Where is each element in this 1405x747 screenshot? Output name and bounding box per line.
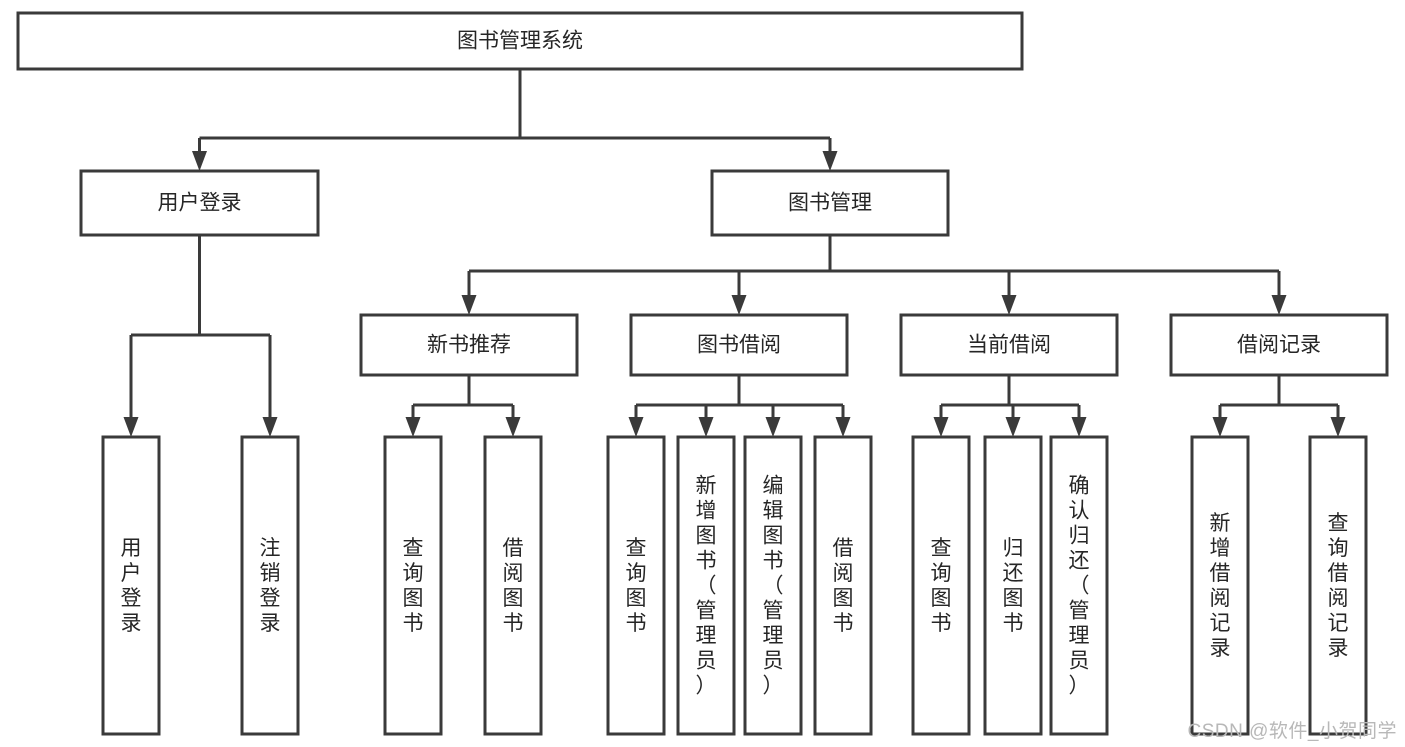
node-label-leaf-borrow-2: 新增图书（管理员） xyxy=(696,475,717,698)
node-box-login xyxy=(79,169,320,237)
node-box-bookmgmt xyxy=(710,169,950,237)
node-leaf-borrow-2[interactable]: 新增图书（管理员） xyxy=(676,435,736,736)
node-bookmgmt[interactable]: 图书管理 xyxy=(710,169,950,237)
node-box-leaf-current-1 xyxy=(911,435,971,736)
node-box-current xyxy=(899,313,1119,377)
arrow-head-icon xyxy=(731,295,747,315)
node-label-records: 借阅记录 xyxy=(1237,334,1321,357)
node-label-leaf-borrow-3: 编辑图书（管理员） xyxy=(763,475,784,698)
node-label-leaf-current-1: 查询图书 xyxy=(931,537,952,635)
node-label-leaf-records-1: 新增借阅记录 xyxy=(1210,512,1231,660)
node-label-root: 图书管理系统 xyxy=(457,30,583,53)
arrow-head-icon xyxy=(1071,417,1087,437)
arrow-head-icon xyxy=(933,417,949,437)
node-leaf-current-2[interactable]: 归还图书 xyxy=(983,435,1043,736)
node-leaf-login-1[interactable]: 用户登录 xyxy=(101,435,161,736)
node-login[interactable]: 用户登录 xyxy=(79,169,320,237)
node-borrow[interactable]: 图书借阅 xyxy=(629,313,849,377)
arrow-head-icon xyxy=(765,417,781,437)
arrow-head-icon xyxy=(461,295,477,315)
node-box-root xyxy=(16,11,1024,71)
node-box-records xyxy=(1169,313,1389,377)
arrow-head-icon xyxy=(1001,295,1017,315)
node-box-leaf-records-1 xyxy=(1190,435,1250,736)
node-leaf-records-1[interactable]: 新增借阅记录 xyxy=(1190,435,1250,736)
node-box-leaf-new-1 xyxy=(383,435,443,736)
node-label-leaf-login-1: 用户登录 xyxy=(121,537,142,635)
node-layer: 图书管理系统用户登录图书管理新书推荐图书借阅当前借阅借阅记录用户登录注销登录查询… xyxy=(16,11,1389,736)
node-label-borrow: 图书借阅 xyxy=(697,334,781,357)
node-box-borrow xyxy=(629,313,849,377)
node-leaf-new-2[interactable]: 借阅图书 xyxy=(483,435,543,736)
node-box-leaf-current-3 xyxy=(1049,435,1109,736)
node-label-leaf-borrow-1: 查询图书 xyxy=(626,537,647,635)
node-leaf-borrow-4[interactable]: 借阅图书 xyxy=(813,435,873,736)
arrow-head-icon xyxy=(698,417,714,437)
arrow-head-icon xyxy=(405,417,421,437)
node-box-leaf-current-2 xyxy=(983,435,1043,736)
node-leaf-current-1[interactable]: 查询图书 xyxy=(911,435,971,736)
node-leaf-records-2[interactable]: 查询借阅记录 xyxy=(1308,435,1368,736)
node-label-bookmgmt: 图书管理 xyxy=(788,192,872,215)
arrow-head-icon xyxy=(822,151,838,171)
node-label-leaf-current-3: 确认归还（管理员） xyxy=(1069,475,1090,698)
node-label-current: 当前借阅 xyxy=(967,334,1051,357)
node-box-leaf-login-2 xyxy=(240,435,300,736)
node-label-leaf-borrow-4: 借阅图书 xyxy=(833,537,854,635)
node-box-leaf-borrow-1 xyxy=(606,435,666,736)
arrow-head-icon xyxy=(628,417,644,437)
node-box-leaf-borrow-4 xyxy=(813,435,873,736)
arrow-head-icon xyxy=(262,417,278,437)
node-box-leaf-records-2 xyxy=(1308,435,1368,736)
node-current[interactable]: 当前借阅 xyxy=(899,313,1119,377)
node-box-newbook xyxy=(359,313,579,377)
arrow-head-icon xyxy=(123,417,139,437)
node-leaf-current-3[interactable]: 确认归还（管理员） xyxy=(1049,435,1109,736)
node-newbook[interactable]: 新书推荐 xyxy=(359,313,579,377)
node-box-leaf-borrow-3 xyxy=(743,435,803,736)
node-label-newbook: 新书推荐 xyxy=(427,334,511,357)
arrow-head-icon xyxy=(192,151,207,171)
csdn-watermark: CSDN @软件_小贺同学 xyxy=(1187,721,1397,742)
node-box-leaf-borrow-2 xyxy=(676,435,736,736)
node-label-leaf-login-2: 注销登录 xyxy=(260,537,281,635)
node-box-leaf-new-2 xyxy=(483,435,543,736)
arrow-head-icon xyxy=(1212,417,1228,437)
node-label-leaf-new-1: 查询图书 xyxy=(403,537,424,635)
node-box-leaf-login-1 xyxy=(101,435,161,736)
arrow-head-icon xyxy=(505,417,521,437)
node-label-login: 用户登录 xyxy=(158,192,242,215)
node-leaf-borrow-1[interactable]: 查询图书 xyxy=(606,435,666,736)
node-leaf-login-2[interactable]: 注销登录 xyxy=(240,435,300,736)
connector-layer xyxy=(123,69,1346,437)
node-leaf-borrow-3[interactable]: 编辑图书（管理员） xyxy=(743,435,803,736)
node-records[interactable]: 借阅记录 xyxy=(1169,313,1389,377)
arrow-head-icon xyxy=(1271,295,1287,315)
arrow-head-icon xyxy=(1005,417,1021,437)
node-label-leaf-current-2: 归还图书 xyxy=(1003,537,1024,635)
node-leaf-new-1[interactable]: 查询图书 xyxy=(383,435,443,736)
arrow-head-icon xyxy=(1330,417,1346,437)
node-root[interactable]: 图书管理系统 xyxy=(16,11,1024,71)
arrow-head-icon xyxy=(835,417,851,437)
node-label-leaf-records-2: 查询借阅记录 xyxy=(1328,512,1349,660)
node-label-leaf-new-2: 借阅图书 xyxy=(503,537,524,635)
